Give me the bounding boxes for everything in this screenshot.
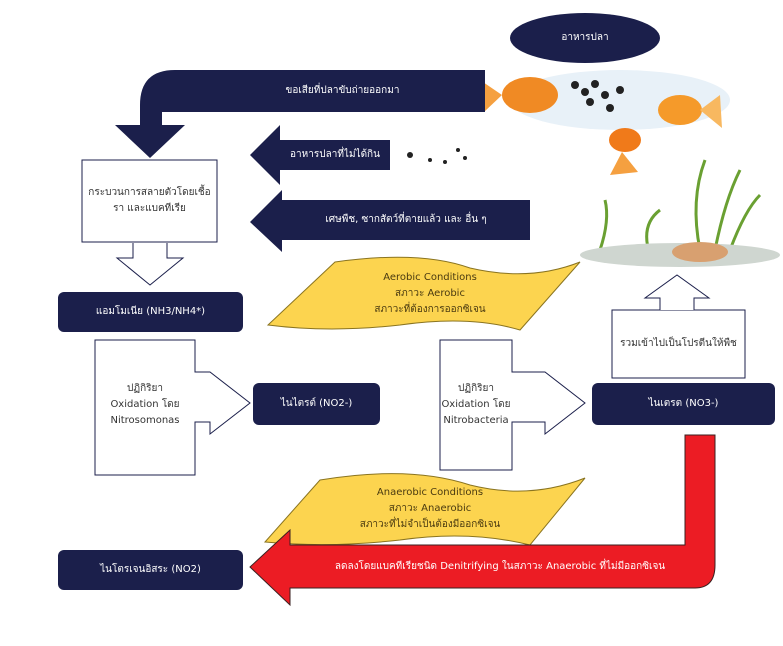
anaerobic-line3: สภาวะที่ไม่จำเป็นต้องมีออกซิเจน — [359, 519, 501, 530]
oxidation2-text: ปฏิกิริยา Oxidation โดย Nitrobacteria — [440, 360, 512, 450]
oxidation1-text: ปฏิกิริยา Oxidation โดย Nitrosomonas — [95, 360, 195, 450]
uneaten-food-arrow — [250, 125, 390, 185]
fish-food-label: อาหารปลา — [561, 32, 609, 43]
oxidation2-line2: Oxidation โดย — [441, 399, 511, 410]
anaerobic-text: Anaerobic Conditions สภาวะ Anaerobic สภา… — [320, 478, 540, 540]
fish-waste-label: ขอเสียที่ปลาขับถ่ายออกมา — [285, 85, 400, 96]
nitrite-box — [253, 383, 380, 425]
aerobic-line2: สภาวะ Aerobic — [395, 288, 465, 299]
nitrate-box — [592, 383, 775, 425]
oxidation1-arrow — [94, 339, 251, 476]
ammonia-box — [58, 292, 243, 332]
fish-food-oval — [510, 13, 660, 63]
up-hollow-arrow — [643, 274, 711, 310]
plant-debris-label: เศษพืช, ซากสัตว์ที่ตายแล้ว และ อื่น ๆ — [325, 214, 487, 225]
free-nitrogen-box — [58, 550, 243, 590]
aerobic-line1: Aerobic Conditions — [383, 272, 477, 283]
waste-arrow — [115, 70, 485, 158]
aerobic-line3: สภาวะที่ต้องการออกซิเจน — [374, 304, 486, 315]
uneaten-food-label: อาหารปลาที่ไม่ได้กิน — [290, 149, 380, 160]
oxidation2-arrow — [439, 339, 586, 471]
debris-arrow — [250, 190, 530, 252]
down-hollow-arrow — [115, 243, 185, 286]
oxidation2-line1: ปฏิกิริยา — [458, 383, 494, 394]
oxidation1-line2: Oxidation โดย — [110, 399, 180, 410]
denitrify-label: ลดลงโดยแบคทีเรียชนิด Denitrifying ในสภาว… — [334, 560, 666, 572]
anaerobic-line1: Anaerobic Conditions — [376, 487, 484, 498]
free-nitrogen-label: ไนโตรเจนอิสระ (NO2) — [100, 564, 201, 575]
nitrite-label: ไนไตรต์ (NO2-) — [280, 398, 353, 409]
ammonia-label: แอมโมเนีย (NH3/NH4*) — [95, 306, 206, 317]
oxidation1-line1: ปฏิกิริยา — [127, 383, 163, 394]
decomposition-label: กระบวนการสลายตัวโดยเชื้อรา และแบคทีเรีย — [88, 187, 211, 214]
aquarium-illustration — [407, 70, 780, 267]
plant-protein-box — [611, 309, 746, 379]
anaerobic-line2: สภาวะ Anaerobic — [388, 503, 472, 514]
decomposition-box — [81, 159, 218, 243]
aerobic-text: Aerobic Conditions สภาวะ Aerobic สภาวะที… — [320, 262, 540, 326]
aerobic-banner — [266, 256, 581, 331]
oxidation1-line3: Nitrosomonas — [110, 415, 180, 426]
denitrification-arrow — [249, 434, 716, 607]
plant-protein-label: รวมเข้าไปเป็นโปรตีนให้พืช — [620, 338, 737, 349]
oxidation2-line3: Nitrobacteria — [443, 415, 509, 426]
nitrate-label: ไนเตรต (NO3-) — [648, 398, 719, 409]
